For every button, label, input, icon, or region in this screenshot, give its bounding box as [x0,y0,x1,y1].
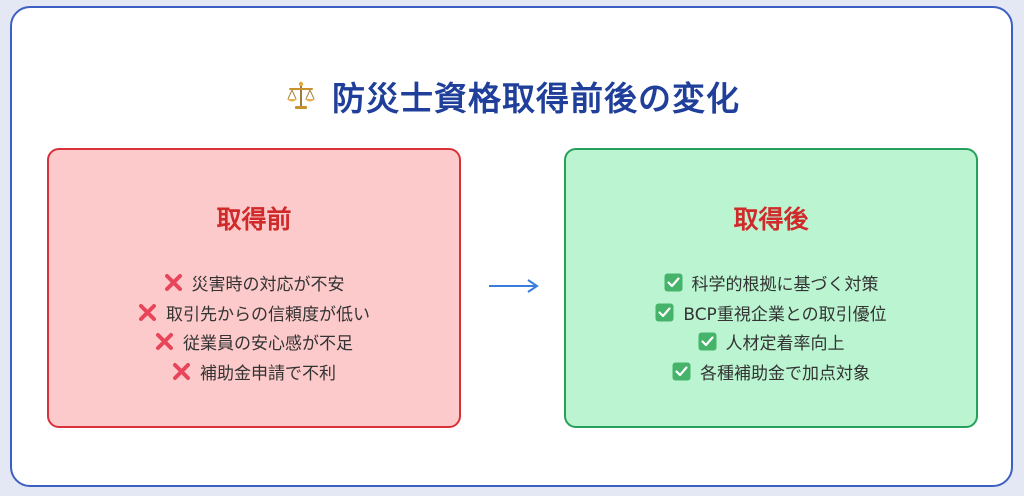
after-list: 科学的根拠に基づく対策 BCP重視企業との取引優位 人材定着率向上 各種補助金で… [566,268,976,386]
list-item: 災害時の対応が不安 [49,268,459,298]
list-item: 科学的根拠に基づく対策 [566,268,976,298]
before-panel: 取得前 災害時の対応が不安 取引先からの信頼度が低い 従業員の安心感が不足 補助… [47,148,461,428]
list-item-text: 従業員の安心感が不足 [183,334,353,355]
check-box-icon [698,332,716,351]
list-item: 各種補助金で加点対象 [566,357,976,387]
page-title: 防災士資格取得前後の変化 [332,79,740,118]
after-heading: 取得後 [733,205,809,234]
cross-mark-icon [156,333,173,351]
cross-mark-icon [164,274,182,292]
list-item: 従業員の安心感が不足 [49,327,459,357]
list-item-text: 科学的根拠に基づく対策 [691,275,879,296]
list-item: BCP重視企業との取引優位 [566,298,976,328]
after-panel: 取得後 科学的根拠に基づく対策 BCP重視企業との取引優位 人材定着率向上 各種… [564,148,978,428]
balance-scale-icon [287,81,315,109]
list-item-text: 人材定着率向上 [725,334,845,355]
list-item: 人材定着率向上 [566,327,976,357]
list-item-text: 各種補助金で加点対象 [700,363,870,384]
right-arrow-icon [489,279,539,293]
list-item: 取引先からの信頼度が低い [49,298,459,328]
check-box-icon [664,273,682,292]
cross-mark-icon [139,303,156,321]
list-item-text: 取引先からの信頼度が低い [166,304,370,325]
check-box-icon [655,303,674,322]
check-box-icon [672,362,691,381]
before-list: 災害時の対応が不安 取引先からの信頼度が低い 従業員の安心感が不足 補助金申請で… [49,268,459,386]
list-item-text: 災害時の対応が不安 [191,275,345,296]
list-item: 補助金申請で不利 [49,357,459,387]
cross-mark-icon [173,362,190,380]
list-item-text: BCP重視企業との取引優位 [683,304,887,325]
list-item-text: 補助金申請で不利 [200,363,336,384]
before-heading: 取得前 [216,205,292,234]
title-row: 防災士資格取得前後の変化 [0,66,1024,126]
